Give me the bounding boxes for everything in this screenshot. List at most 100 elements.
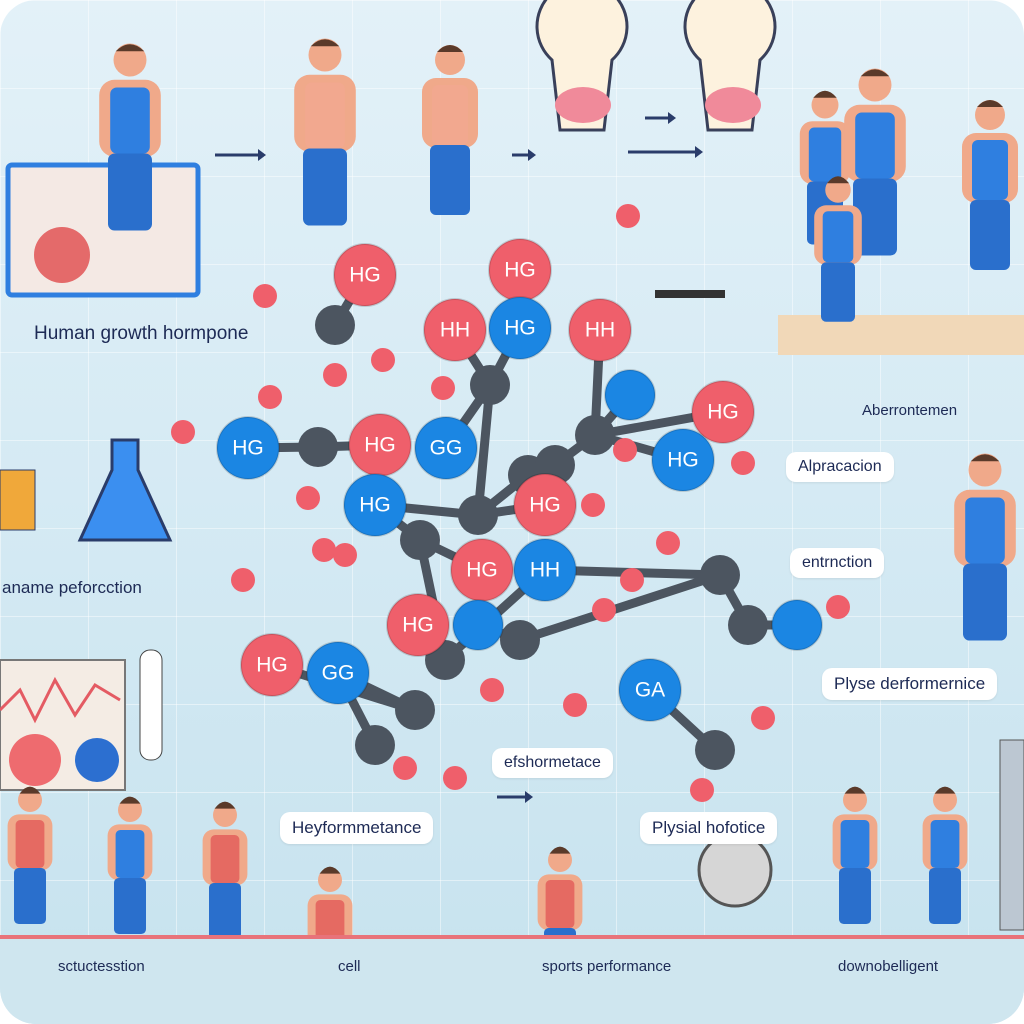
brain-icon: [555, 87, 611, 123]
left-caption: aname peforcction: [2, 578, 142, 597]
athlete-figure: [962, 100, 1018, 270]
oxygen-atom: [333, 543, 357, 567]
athlete-figure: [922, 786, 968, 924]
bubble-heyformance: Heyformmetance: [280, 812, 434, 844]
carbon-atom: [458, 495, 498, 535]
head: [18, 788, 42, 812]
anatomy-torso-figure: [422, 45, 478, 215]
carbon-atom: [470, 365, 510, 405]
atom-blank: [452, 599, 504, 651]
tank-top: [545, 880, 575, 928]
hair: [844, 786, 866, 794]
head: [933, 788, 957, 812]
atom-label: HG: [359, 494, 391, 517]
legs: [108, 153, 152, 231]
atom-ga: [618, 658, 682, 722]
anatomy-torso-figure: [294, 38, 356, 226]
hair: [970, 454, 1000, 462]
atom-label: HG: [707, 401, 739, 424]
head: [213, 803, 237, 827]
legs: [209, 883, 241, 939]
tank-top: [840, 820, 870, 868]
footer-label-4: downobelligent: [838, 958, 939, 975]
head: [113, 43, 147, 77]
atom-label: HG: [466, 559, 498, 582]
tank-top: [965, 497, 1005, 564]
tank-top: [15, 820, 45, 868]
tank-top: [855, 112, 895, 179]
legs: [114, 878, 146, 934]
head: [968, 453, 1002, 487]
head: [308, 38, 342, 72]
oxygen-atom: [581, 493, 605, 517]
oxygen-atom: [751, 706, 775, 730]
atom-hg: [513, 473, 577, 537]
carbon-atom: [575, 415, 615, 455]
hair: [977, 100, 1003, 107]
tank-top: [432, 85, 468, 145]
athlete-figure: [814, 176, 862, 322]
oxygen-atom: [312, 538, 336, 562]
atom-label: HG: [364, 434, 396, 457]
athlete-figure: [832, 786, 878, 924]
carbon-atom: [395, 690, 435, 730]
hair: [860, 69, 890, 77]
athlete-figure: [844, 68, 906, 256]
oxygen-atom: [620, 568, 644, 592]
atom-hg: [333, 243, 397, 307]
bubble-alteration: Alpracacion: [786, 452, 894, 482]
head: [975, 100, 1005, 130]
oxygen-atom: [731, 451, 755, 475]
flask-icon: [77, 438, 173, 542]
hair: [214, 801, 236, 809]
dumbbell-icon: [655, 290, 725, 298]
oxygen-atom: [323, 363, 347, 387]
atom-hg: [691, 380, 755, 444]
bubble-physial: Plysial hofotice: [640, 812, 778, 844]
hair: [934, 786, 956, 794]
atom-label: GA: [635, 679, 665, 702]
footer-label-3: sports performance: [542, 958, 672, 975]
carbon-atom: [355, 725, 395, 765]
heartbeat-line: [0, 676, 121, 724]
legs: [14, 868, 46, 924]
oxygen-atom: [613, 438, 637, 462]
atom-label: HH: [585, 319, 615, 342]
gym-machine: [999, 739, 1024, 931]
atom-blank: [604, 369, 656, 421]
atom-gg: [414, 416, 478, 480]
arrow-head-icon: [668, 112, 676, 124]
oxygen-atom: [371, 348, 395, 372]
hgh-screen-panel: [5, 162, 201, 298]
tank-top: [972, 140, 1008, 200]
carbon-atom: [728, 605, 768, 645]
carbon-atom: [400, 520, 440, 560]
atom-hh: [568, 298, 632, 362]
oxygen-atom: [480, 678, 504, 702]
brain-icon: [705, 87, 761, 123]
tank-top: [115, 830, 145, 878]
carbon-atom: [315, 305, 355, 345]
hair: [826, 176, 850, 184]
legs: [970, 200, 1010, 270]
bubble-extraction: entrnction: [790, 548, 885, 578]
tank-top: [110, 87, 150, 154]
oxygen-atom: [253, 284, 277, 308]
athlete-figure: [99, 43, 161, 231]
head: [811, 91, 839, 119]
hair: [119, 796, 141, 804]
ball-icon: [75, 738, 119, 782]
tank-top: [808, 127, 842, 182]
tank-top: [305, 82, 345, 149]
atom-label: HG: [504, 259, 536, 282]
oxygen-atom: [656, 531, 680, 555]
carbon-atom: [700, 555, 740, 595]
tank-top: [930, 820, 960, 868]
oxygen-atom: [393, 756, 417, 780]
atom-label: HG: [529, 494, 561, 517]
footer-band: [0, 939, 1024, 1024]
oxygen-atom: [431, 376, 455, 400]
oxygen-atom: [826, 595, 850, 619]
hair: [19, 786, 41, 794]
atom-hg: [488, 296, 552, 360]
